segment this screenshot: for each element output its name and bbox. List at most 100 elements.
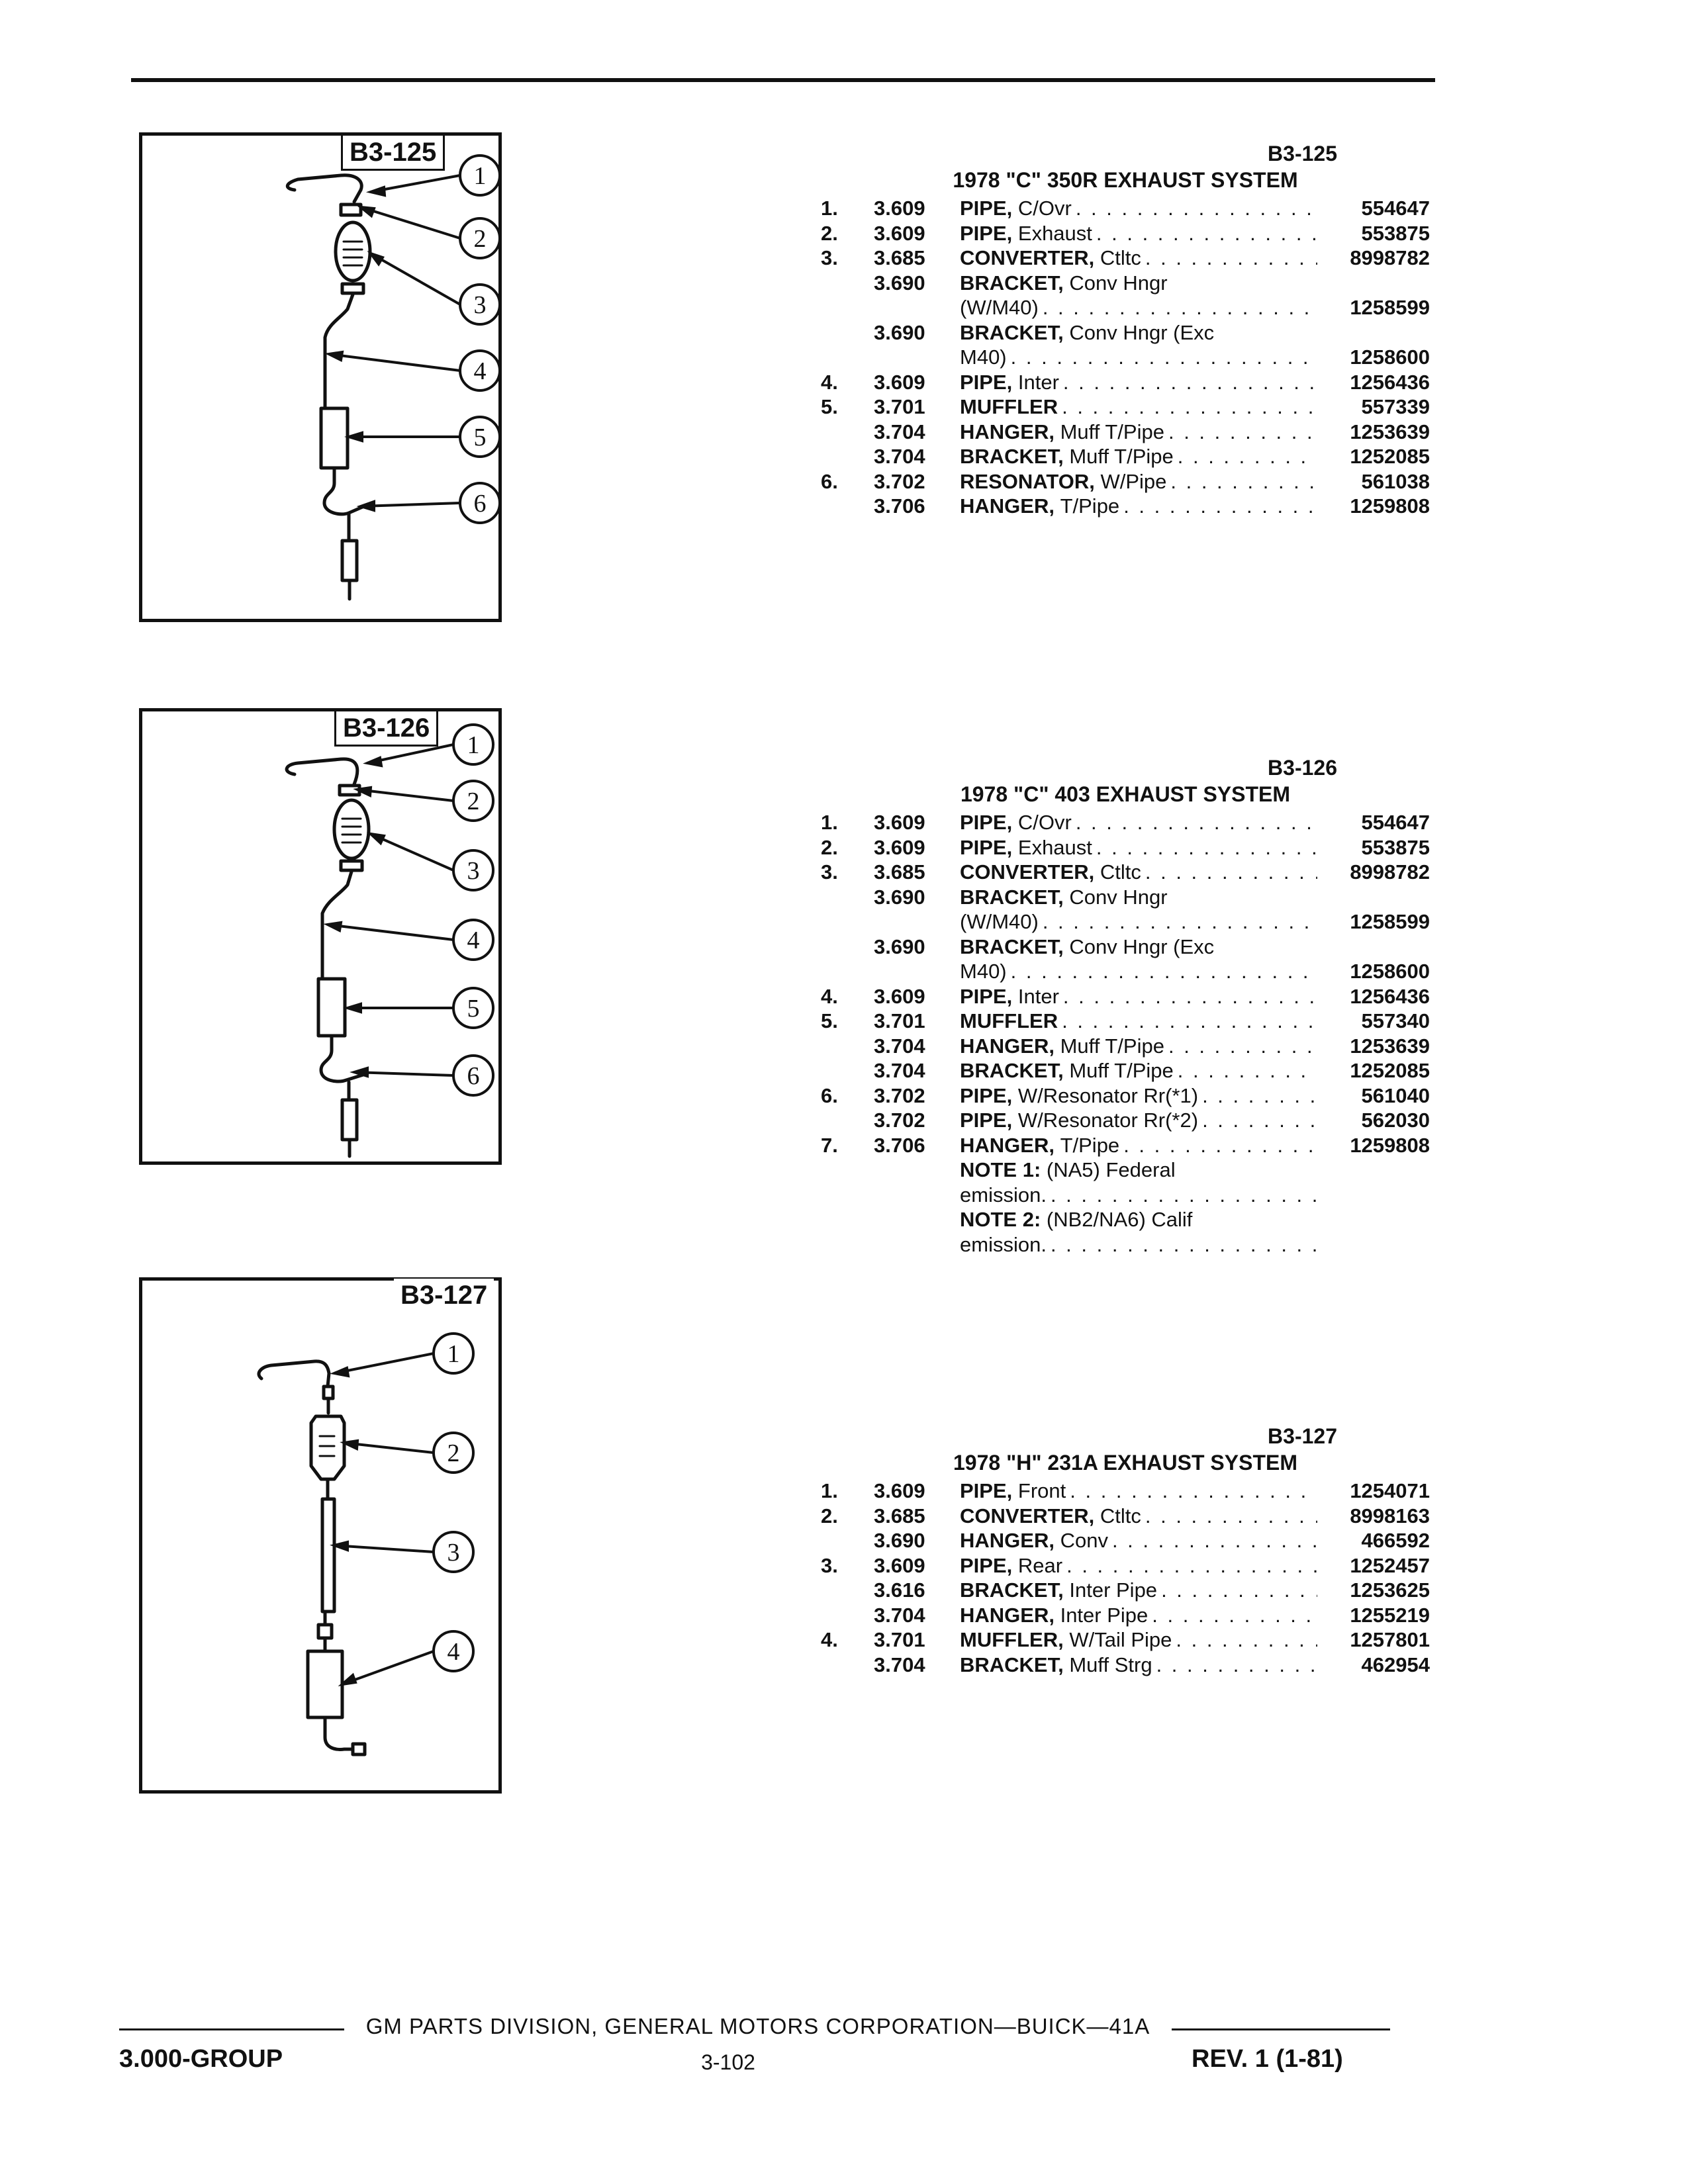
- part-name: PIPE,: [960, 1083, 1013, 1107]
- footer-group: 3.000-GROUP: [119, 2045, 283, 2073]
- table-row: emission.: [821, 1232, 1430, 1257]
- part-description: PIPE, C/Ovr: [960, 196, 1317, 221]
- callout-circle: [432, 1630, 475, 1672]
- leader-dots: [1063, 984, 1317, 1009]
- leader-dots: [1123, 1133, 1317, 1158]
- part-number: 554647: [1361, 197, 1430, 220]
- part-name: MUFFLER: [960, 1009, 1058, 1032]
- part-description: BRACKET, Conv Hngr (Exc: [960, 320, 1317, 345]
- part-number: 1252085: [1350, 1059, 1430, 1082]
- item-number: [821, 959, 874, 984]
- group-number: 3.609: [874, 370, 925, 394]
- part-description: (W/M40): [960, 295, 1317, 320]
- callout-circle: [452, 723, 494, 766]
- item-number: 2.: [821, 835, 838, 859]
- part-description: NOTE 1: (NA5) Federal: [960, 1158, 1317, 1183]
- table-row: emission.: [821, 1183, 1430, 1208]
- group-number: 3.609: [874, 197, 925, 220]
- group-number: 3.609: [874, 984, 925, 1008]
- section-code: B3-126: [1268, 756, 1337, 780]
- part-qualifier: W/Pipe: [1100, 469, 1167, 493]
- part-qualifier: Muff T/Pipe: [1069, 445, 1174, 468]
- item-number: 2.: [821, 1504, 838, 1527]
- part-number: 8998782: [1350, 246, 1430, 269]
- part-description: HANGER, T/Pipe: [960, 494, 1317, 519]
- part-qualifier: Inter Pipe: [1069, 1578, 1158, 1602]
- callout-number: 5: [467, 995, 480, 1023]
- part-name: HANGER,: [960, 1034, 1055, 1058]
- leader-dots: [1063, 370, 1317, 395]
- leader-dots: [1178, 1058, 1317, 1083]
- item-number: [821, 295, 874, 320]
- part-name: BRACKET,: [960, 885, 1064, 909]
- revision: REV. 1 (1-81): [1192, 2045, 1343, 2073]
- part-number: 1253625: [1350, 1578, 1430, 1602]
- footer-rule-right: [1172, 2028, 1390, 2030]
- part-description: MUFFLER: [960, 394, 1317, 420]
- section-b3-126: B3-126 1978 "C" 403 EXHAUST SYSTEM 1.3.6…: [821, 754, 1430, 1257]
- leader-dots: [1170, 469, 1317, 494]
- leader-dots: [1168, 420, 1317, 445]
- part-description: CONVERTER, Ctltc: [960, 246, 1317, 271]
- callout-number: 3: [474, 291, 487, 319]
- leader-dots: [1096, 221, 1317, 246]
- part-number: 557339: [1361, 395, 1430, 418]
- group-number: 3.704: [874, 1059, 925, 1082]
- part-qualifier: Exhaust: [1017, 221, 1092, 245]
- callout-number: 1: [474, 162, 487, 190]
- part-qualifier: Conv: [1060, 1529, 1108, 1552]
- figure-label: B3-125: [341, 134, 445, 171]
- callout-number: 5: [474, 424, 487, 451]
- leader-dots: [1156, 1653, 1317, 1678]
- part-qualifier: (W/M40): [960, 296, 1039, 319]
- part-description: PIPE, Rear: [960, 1553, 1317, 1578]
- callout-number: 6: [474, 490, 487, 518]
- item-number: [821, 1034, 874, 1059]
- part-description: PIPE, W/Resonator Rr(*1): [960, 1083, 1317, 1109]
- group-number: 3.704: [874, 1603, 925, 1627]
- callout-number: 3: [447, 1539, 460, 1567]
- item-number: 7.: [821, 1133, 838, 1157]
- group-number: 3.685: [874, 1504, 925, 1527]
- part-number: 1253639: [1350, 1034, 1430, 1058]
- part-name: PIPE,: [960, 197, 1013, 220]
- item-number: 2.: [821, 221, 838, 245]
- item-number: [821, 1232, 874, 1257]
- callout-circle: [459, 154, 498, 197]
- part-qualifier: emission.: [960, 1183, 1047, 1206]
- part-name: BRACKET,: [960, 934, 1064, 958]
- leader-dots: [1043, 909, 1317, 934]
- group-number: [874, 1158, 960, 1183]
- group-number: 3.609: [874, 221, 925, 245]
- part-name: HANGER,: [960, 420, 1055, 443]
- group-number: 3.706: [874, 494, 925, 518]
- item-number: [821, 320, 874, 345]
- part-description: HANGER, Conv: [960, 1528, 1317, 1553]
- part-qualifier: Ctltc: [1100, 860, 1141, 884]
- table-row: M40)1258600: [821, 959, 1430, 984]
- part-description: (W/M40): [960, 909, 1317, 934]
- callout-circle: [459, 482, 498, 524]
- leader-dots: [1145, 246, 1317, 271]
- item-number: 6.: [821, 469, 838, 493]
- leader-dots: [1076, 810, 1317, 835]
- part-number: 561040: [1361, 1083, 1430, 1107]
- part-number: 1256436: [1350, 984, 1430, 1008]
- top-rule: [131, 78, 1435, 82]
- part-description: BRACKET, Muff Strg: [960, 1653, 1317, 1678]
- part-description: MUFFLER: [960, 1009, 1317, 1034]
- part-number: [1317, 1207, 1430, 1232]
- leader-dots: [1051, 1232, 1317, 1257]
- part-name: BRACKET,: [960, 1653, 1064, 1676]
- part-qualifier: Conv Hngr (Exc: [1069, 320, 1215, 344]
